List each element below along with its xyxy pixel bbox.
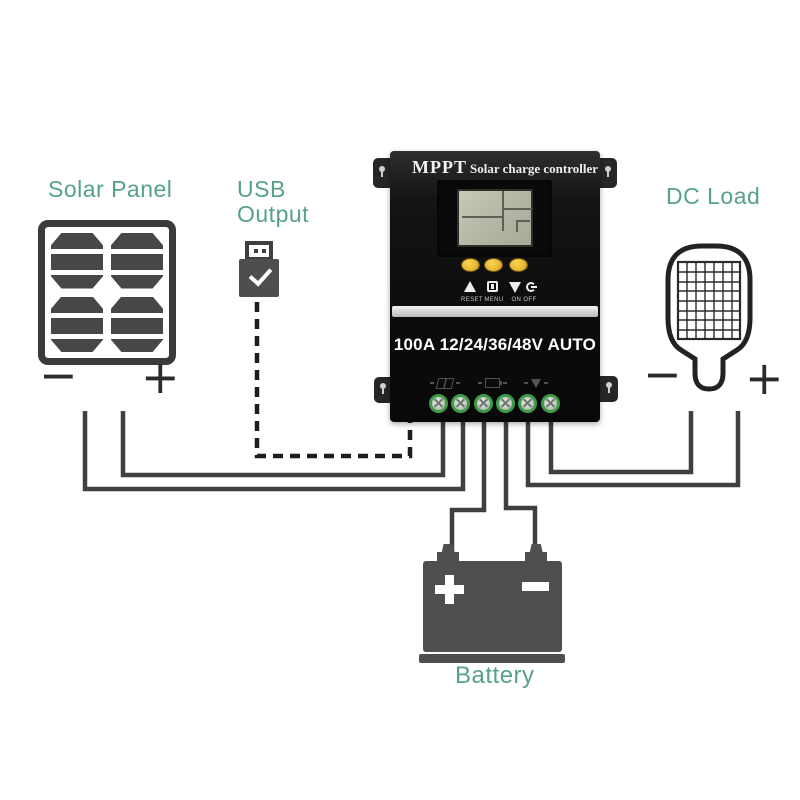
mount-ear-top-right <box>599 158 617 188</box>
on-off-button[interactable] <box>509 258 528 272</box>
solar-cell <box>111 296 163 352</box>
lcd-bezel <box>437 180 552 257</box>
screw-hole-icon <box>606 382 612 388</box>
street-lamp-icon <box>665 243 753 392</box>
usb-connector-icon <box>245 241 273 261</box>
terminal-icon-battery <box>478 375 507 391</box>
dc-load-minus-symbol: − <box>643 347 682 401</box>
terminal-icon-solar <box>430 375 460 391</box>
usb-plug-icon <box>239 259 279 297</box>
screw-hole-icon <box>380 383 386 389</box>
menu-button-label: MENU <box>484 297 504 303</box>
lcd-segment <box>462 216 504 218</box>
screw-hole-slot <box>608 387 610 393</box>
lcd-segment <box>516 220 518 232</box>
usb-output-label: USB Output <box>237 177 309 227</box>
rating-text: 100A 12/24/36/48V AUTO <box>393 335 597 354</box>
mount-ear-bottom-left <box>374 377 392 403</box>
terminal-screw-6 <box>541 394 560 413</box>
mount-ear-bottom-right <box>600 376 618 402</box>
dc-load-plus-symbol: + <box>745 351 784 405</box>
battery-minus-icon <box>522 582 549 591</box>
terminal-screw-5 <box>518 394 537 413</box>
usb-pin <box>262 249 266 253</box>
wire-battery-positive <box>449 415 487 552</box>
solar-panel-label: Solar Panel <box>48 176 173 202</box>
screw-hole-slot <box>381 171 383 177</box>
terminal-screw-1 <box>429 394 448 413</box>
lcd-screen <box>457 189 533 247</box>
battery-plus-icon <box>435 575 464 604</box>
solar-plus-symbol: + <box>141 350 180 404</box>
wire-load-negative <box>548 411 694 475</box>
battery-label: Battery <box>455 662 535 689</box>
usb-label-line2: Output <box>237 201 310 227</box>
charge-controller: MPPT Solar charge controller RESET MENU … <box>390 151 600 422</box>
screw-hole-slot <box>607 171 609 177</box>
solar-minus-symbol: − <box>39 348 78 402</box>
wire-group <box>82 411 741 552</box>
terminal-screw-4 <box>496 394 515 413</box>
dc-load-label: DC Load <box>666 183 761 209</box>
screw-hole-icon <box>605 166 611 172</box>
lcd-segment <box>516 220 530 222</box>
wire-load-positive <box>525 411 741 488</box>
reset-button-label: RESET <box>460 297 483 303</box>
solar-panel-icon <box>38 220 176 365</box>
on-off-button-label: ON OFF <box>511 297 537 303</box>
checkmark-icon <box>248 262 273 287</box>
trim-bar <box>392 306 598 317</box>
battery-icon <box>423 561 562 652</box>
lcd-segment <box>502 191 504 231</box>
wire-solar-negative <box>82 411 466 492</box>
battery-base <box>419 654 565 663</box>
usb-label-line1: USB <box>237 176 286 202</box>
solar-cell <box>111 233 163 289</box>
menu-button[interactable] <box>484 258 503 272</box>
terminal-icon-load <box>524 375 548 391</box>
mount-ear-top-left <box>373 158 391 188</box>
terminal-screw-3 <box>474 394 493 413</box>
terminal-screw-2 <box>451 394 470 413</box>
usb-pin <box>254 249 258 253</box>
triangle-down-icon <box>509 282 521 293</box>
triangle-up-icon <box>464 281 476 292</box>
power-icon <box>526 282 537 293</box>
solar-cell <box>51 233 103 289</box>
reset-button[interactable] <box>461 258 480 272</box>
wire-solar-positive <box>120 411 446 478</box>
wire-battery-negative <box>503 415 538 552</box>
wire-usb-dashed <box>254 302 413 459</box>
product-title: Solar charge controller <box>470 161 599 176</box>
lcd-segment <box>502 208 532 210</box>
screw-hole-slot <box>382 388 384 394</box>
solar-cell <box>51 296 103 352</box>
screw-hole-icon <box>379 166 385 172</box>
lamp-grid-lines <box>678 262 740 339</box>
brand-text: MPPT <box>412 157 467 177</box>
menu-square-icon <box>487 281 498 292</box>
